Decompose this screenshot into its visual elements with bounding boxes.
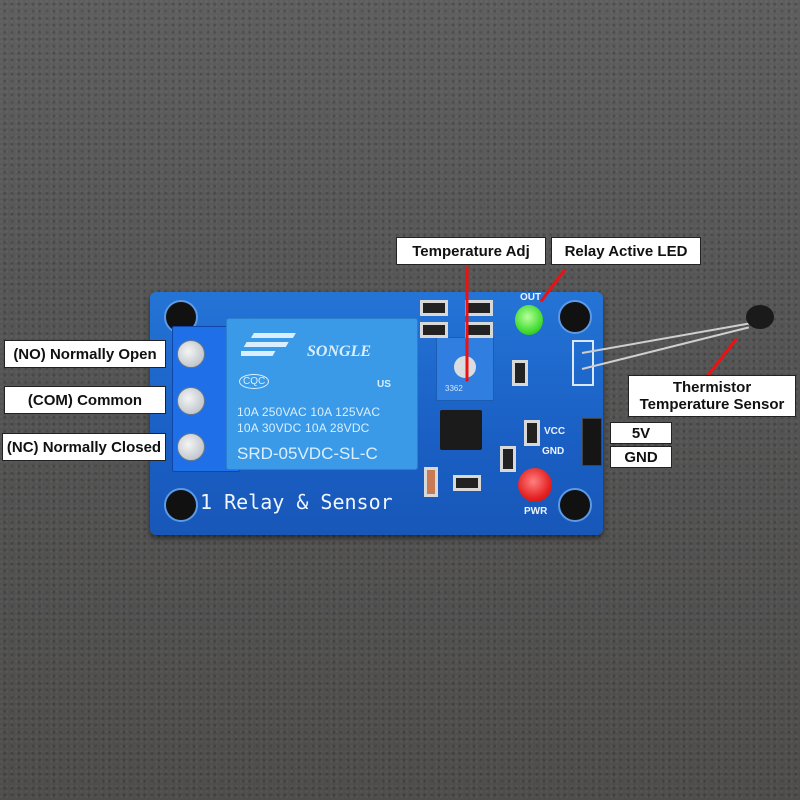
smd-resistor bbox=[465, 322, 493, 338]
label-relay-active-led: Relay Active LED bbox=[551, 237, 701, 265]
songle-logo-icon bbox=[241, 333, 296, 356]
label-thermistor-line1: Thermistor bbox=[672, 379, 752, 396]
pwr-label: PWR bbox=[524, 506, 548, 517]
songle-relay: SONGLE CQC US 10A 250VAC 10A 125VAC 10A … bbox=[226, 318, 418, 470]
vcc-label: VCC bbox=[544, 426, 566, 437]
relay-model: SRD-05VDC-SL-C bbox=[237, 444, 378, 463]
label-common: (COM) Common bbox=[4, 386, 166, 414]
smd-resistor bbox=[524, 420, 540, 446]
pwr-led-red bbox=[518, 468, 552, 502]
smd-capacitor bbox=[512, 360, 528, 386]
out-label: OUT bbox=[520, 292, 542, 303]
cqc-mark: CQC bbox=[239, 374, 270, 389]
relay-brand: SONGLE bbox=[307, 343, 372, 360]
smd-resistor bbox=[453, 475, 481, 491]
relay-spec-line2: 10A 30VDC 10A 28VDC bbox=[237, 421, 370, 435]
terminal-screw-nc bbox=[177, 433, 205, 461]
arrow-thermistor bbox=[705, 337, 738, 378]
label-5v: 5V bbox=[610, 422, 672, 444]
out-led-green bbox=[515, 305, 543, 335]
board-title: 1 Relay & Sensor bbox=[200, 490, 393, 514]
gnd-label: GND bbox=[542, 446, 565, 457]
label-thermistor-line2: Temperature Sensor bbox=[639, 396, 785, 413]
smd-resistor bbox=[420, 322, 448, 338]
ul-us-mark: US bbox=[377, 379, 391, 390]
label-gnd: GND bbox=[610, 446, 672, 468]
diode bbox=[424, 467, 438, 497]
potentiometer-dial[interactable] bbox=[454, 356, 476, 378]
mounting-hole bbox=[558, 488, 592, 522]
comparator-chip bbox=[440, 410, 482, 450]
smd-capacitor bbox=[500, 446, 516, 472]
relay-spec-line1: 10A 250VAC 10A 125VAC bbox=[237, 405, 381, 419]
terminal-screw-no bbox=[177, 340, 205, 368]
label-temperature-adj: Temperature Adj bbox=[396, 237, 546, 265]
smd-resistor bbox=[420, 300, 448, 316]
pot-code: 3362 bbox=[445, 384, 463, 393]
mounting-hole bbox=[164, 488, 198, 522]
terminal-screw-com bbox=[177, 387, 205, 415]
label-normally-closed: (NC) Normally Closed bbox=[2, 433, 166, 461]
thermistor-bead bbox=[746, 305, 774, 329]
label-normally-open: (NO) Normally Open bbox=[4, 340, 166, 368]
smd-resistor bbox=[465, 300, 493, 316]
label-thermistor: Thermistor Temperature Sensor bbox=[628, 375, 796, 417]
thermistor-connector bbox=[572, 340, 594, 386]
mounting-hole bbox=[558, 300, 592, 334]
arrow-temp-adj bbox=[465, 266, 469, 382]
power-pin-header[interactable] bbox=[582, 418, 602, 466]
